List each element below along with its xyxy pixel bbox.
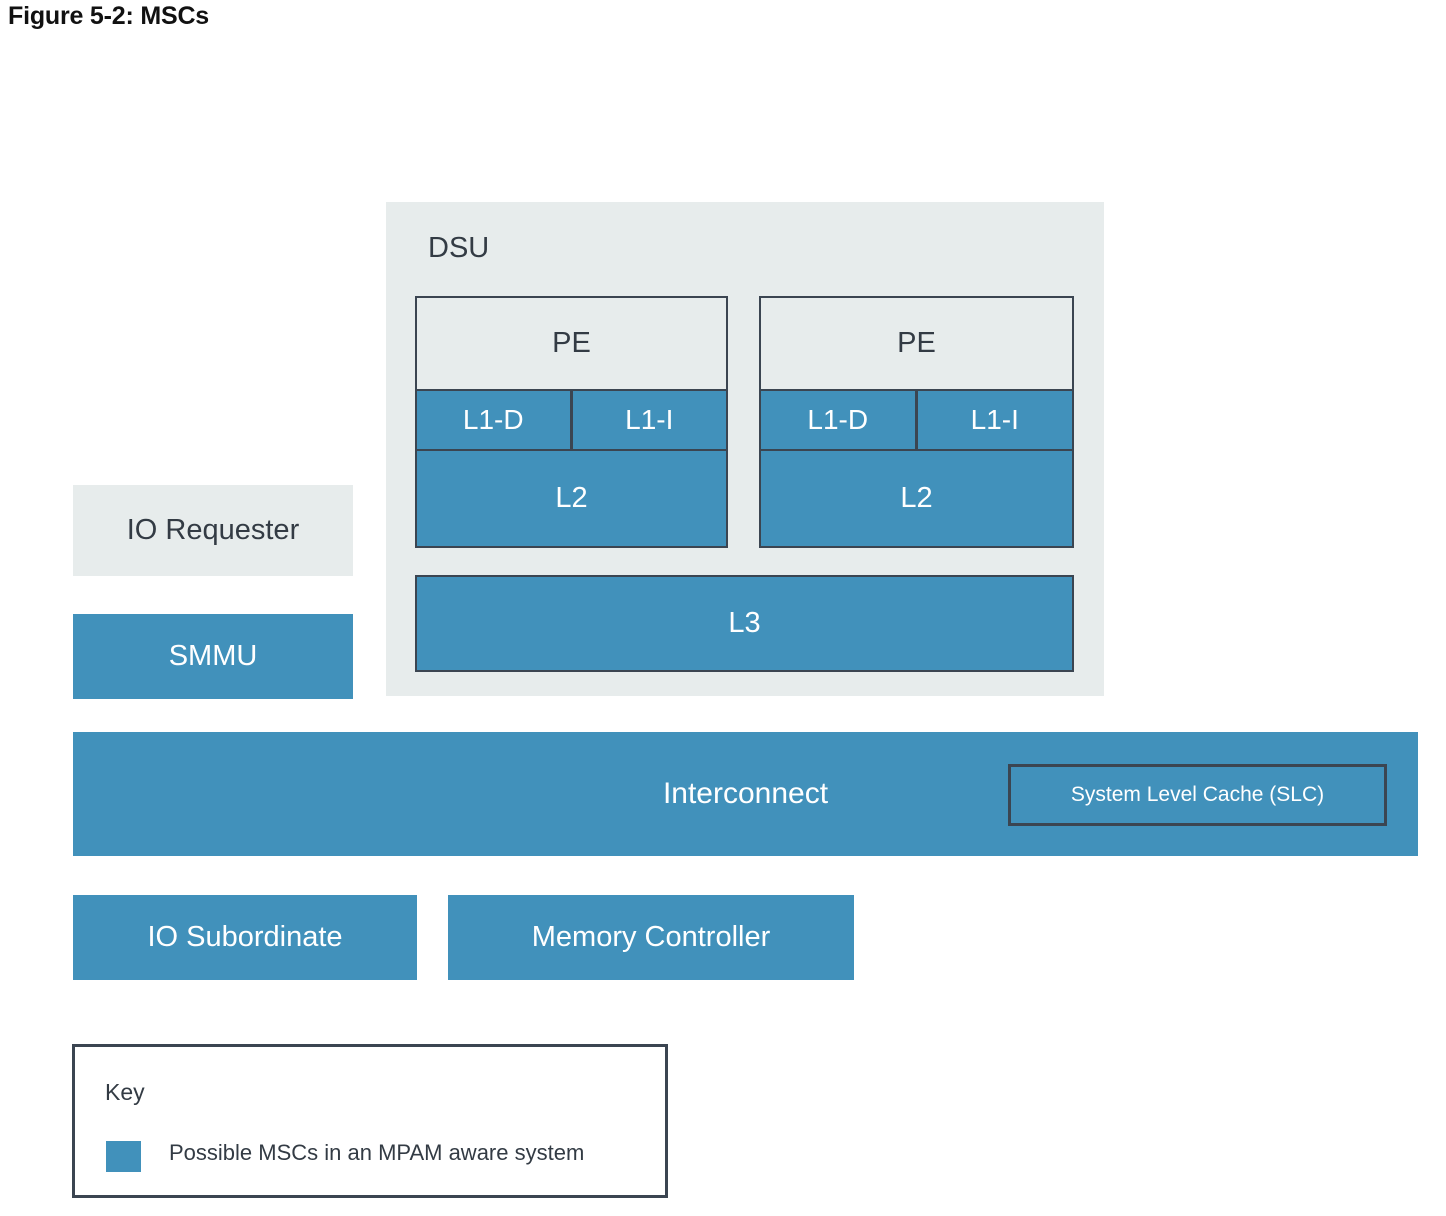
pe-box-0: PE xyxy=(415,296,728,391)
l1-row-0: L1-D L1-I xyxy=(415,389,728,451)
dsu-label: DSU xyxy=(428,232,490,264)
io-subordinate-box: IO Subordinate xyxy=(73,895,417,980)
key-color-swatch xyxy=(106,1141,141,1172)
system-level-cache-box: System Level Cache (SLC) xyxy=(1008,764,1387,826)
l1-i-cache-1: L1-I xyxy=(916,389,1074,451)
l1-d-cache-0: L1-D xyxy=(415,389,572,451)
l2-cache-0: L2 xyxy=(415,449,728,548)
pe-cluster-0: PE L1-D L1-I L2 xyxy=(415,296,728,548)
pe-box-1: PE xyxy=(759,296,1074,391)
l2-cache-1: L2 xyxy=(759,449,1074,548)
key-title: Key xyxy=(105,1079,145,1105)
l3-cache: L3 xyxy=(415,575,1074,672)
memory-controller-box: Memory Controller xyxy=(448,895,854,980)
io-requester-box: IO Requester xyxy=(73,485,353,576)
pe-cluster-1: PE L1-D L1-I L2 xyxy=(759,296,1074,548)
interconnect-label: Interconnect xyxy=(662,777,829,810)
l1-row-1: L1-D L1-I xyxy=(759,389,1074,451)
key-legend-label: Possible MSCs in an MPAM aware system xyxy=(169,1140,585,1165)
key-legend-box: Key Possible MSCs in an MPAM aware syste… xyxy=(72,1044,668,1198)
interconnect-bar: Interconnect System Level Cache (SLC) xyxy=(73,732,1418,856)
figure-title: Figure 5-2: MSCs xyxy=(8,2,209,30)
l1-d-cache-1: L1-D xyxy=(759,389,917,451)
smmu-box: SMMU xyxy=(73,614,353,699)
l1-i-cache-0: L1-I xyxy=(571,389,728,451)
